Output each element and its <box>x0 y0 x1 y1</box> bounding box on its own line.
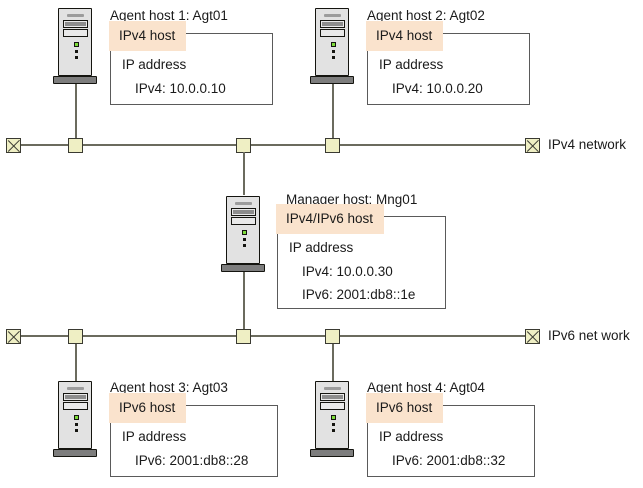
server-indicator-dot <box>243 238 246 241</box>
server-power-led-icon <box>331 415 336 420</box>
host-title-agt04: Agent host 4: Agt04 <box>367 380 485 395</box>
server-indicator-dot <box>75 429 78 432</box>
server-indicator-dot <box>75 50 78 53</box>
drop-line-mng01-down <box>242 267 245 329</box>
server-power-led-icon <box>74 42 79 47</box>
host-title-mng01: Manager host: Mng01 <box>286 192 418 207</box>
server-vent-icon <box>324 14 341 17</box>
callout-agt01: IPv4 host IP address IPv4: 10.0.0.10 <box>109 21 273 105</box>
server-indicator-dot <box>75 56 78 59</box>
server-base <box>310 76 354 84</box>
callout-body: IP address IPv4: 10.0.0.10 <box>122 58 268 95</box>
ipv4-node-mng01 <box>236 138 251 153</box>
ipv4-address-value: IPv4: 10.0.0.20 <box>392 80 483 96</box>
server-tower <box>315 381 349 449</box>
server-drive-bay-lower <box>63 29 88 37</box>
ip-address-heading: IP address <box>289 240 354 255</box>
server-drive-bay-lower <box>320 29 345 37</box>
server-indicator-dot <box>332 423 335 426</box>
ip-address-heading: IP address <box>379 429 444 444</box>
server-power-led-icon <box>242 230 247 235</box>
server-base <box>53 76 97 84</box>
ipv6-terminator-right <box>525 329 540 344</box>
server-icon-agt04 <box>310 381 354 457</box>
ipv4-node-agt02 <box>325 138 340 153</box>
callout-agt03: IPv6 host IP address IPv6: 2001:db8::28 <box>109 393 278 477</box>
server-indicator-dot <box>332 50 335 53</box>
server-tower <box>58 8 92 76</box>
server-tower <box>226 196 260 264</box>
callout-tag-agt02: IPv4 host <box>366 21 444 51</box>
ipv6-node-agt03 <box>68 329 83 344</box>
server-vent-icon <box>67 14 84 17</box>
server-drive-bay-upper <box>63 393 88 401</box>
drop-line-agt02 <box>331 78 334 138</box>
ipv4-network-label: IPv4 network <box>548 137 627 152</box>
callout-body: IP address IPv4: 10.0.0.20 <box>379 58 525 95</box>
ipv6-node-mng01 <box>236 329 251 344</box>
server-power-led-icon <box>74 415 79 420</box>
ipv6-network-label: IPv6 net work <box>548 328 630 343</box>
ip-address-heading: IP address <box>379 57 444 72</box>
server-drive-bay-lower <box>320 402 345 410</box>
drop-line-agt03 <box>74 344 77 381</box>
callout-tag-agt01: IPv4 host <box>109 21 187 51</box>
server-base <box>310 449 354 457</box>
callout-agt02: IPv4 host IP address IPv4: 10.0.0.20 <box>366 21 530 105</box>
server-icon-agt02 <box>310 8 354 84</box>
server-icon-mng01 <box>221 196 265 272</box>
server-drive-bay-upper <box>63 20 88 28</box>
server-base <box>221 264 265 272</box>
callout-agt04: IPv6 host IP address IPv6: 2001:db8::32 <box>366 393 535 477</box>
server-drive-bay-upper <box>231 208 256 216</box>
server-tower <box>58 381 92 449</box>
host-title-agt02: Agent host 2: Agt02 <box>367 8 485 23</box>
callout-tag-mng01: IPv4/IPv6 host <box>276 204 385 234</box>
server-icon-agt03 <box>53 381 97 457</box>
ipv4-terminator-right <box>525 138 540 153</box>
server-vent-icon <box>67 387 84 390</box>
server-icon-agt01 <box>53 8 97 84</box>
drop-line-agt01 <box>74 78 77 138</box>
callout-tag-agt04: IPv6 host <box>366 393 444 423</box>
server-drive-bay-upper <box>320 20 345 28</box>
server-tower <box>315 8 349 76</box>
callout-body: IP address IPv6: 2001:db8::32 <box>379 430 530 467</box>
server-vent-icon <box>235 202 252 205</box>
ipv4-address-value: IPv4: 10.0.0.10 <box>135 80 226 96</box>
server-indicator-dot <box>75 423 78 426</box>
ipv6-bus-line <box>14 335 533 337</box>
host-title-agt03: Agent host 3: Agt03 <box>110 380 228 395</box>
ipv4-node-agt01 <box>68 138 83 153</box>
ipv6-address-value: IPv6: 2001:db8::1e <box>302 287 416 302</box>
drop-line-agt04 <box>331 344 334 381</box>
server-indicator-dot <box>332 429 335 432</box>
callout-body: IP address IPv4: 10.0.0.30 IPv6: 2001:db… <box>289 241 441 302</box>
ipv6-node-agt04 <box>325 329 340 344</box>
server-power-led-icon <box>331 42 336 47</box>
server-drive-bay-upper <box>320 393 345 401</box>
server-indicator-dot <box>243 244 246 247</box>
ipv4-address-value: IPv4: 10.0.0.30 <box>302 263 393 279</box>
server-vent-icon <box>324 387 341 390</box>
server-base <box>53 449 97 457</box>
ipv4-terminator-left <box>6 138 21 153</box>
ipv6-address-value: IPv6: 2001:db8::32 <box>392 452 506 468</box>
server-indicator-dot <box>332 56 335 59</box>
server-drive-bay-lower <box>63 402 88 410</box>
host-title-agt01: Agent host 1: Agt01 <box>110 8 228 23</box>
ipv6-terminator-left <box>6 329 21 344</box>
ip-address-heading: IP address <box>122 429 187 444</box>
server-drive-bay-lower <box>231 217 256 225</box>
ipv6-address-value: IPv6: 2001:db8::28 <box>135 452 249 468</box>
drop-line-mng01-up <box>242 152 245 195</box>
callout-tag-agt03: IPv6 host <box>109 393 187 423</box>
ipv4-bus-line <box>14 144 533 146</box>
callout-body: IP address IPv6: 2001:db8::28 <box>122 430 273 467</box>
ip-address-heading: IP address <box>122 57 187 72</box>
callout-mng01: IPv4/IPv6 host IP address IPv4: 10.0.0.3… <box>276 204 446 309</box>
